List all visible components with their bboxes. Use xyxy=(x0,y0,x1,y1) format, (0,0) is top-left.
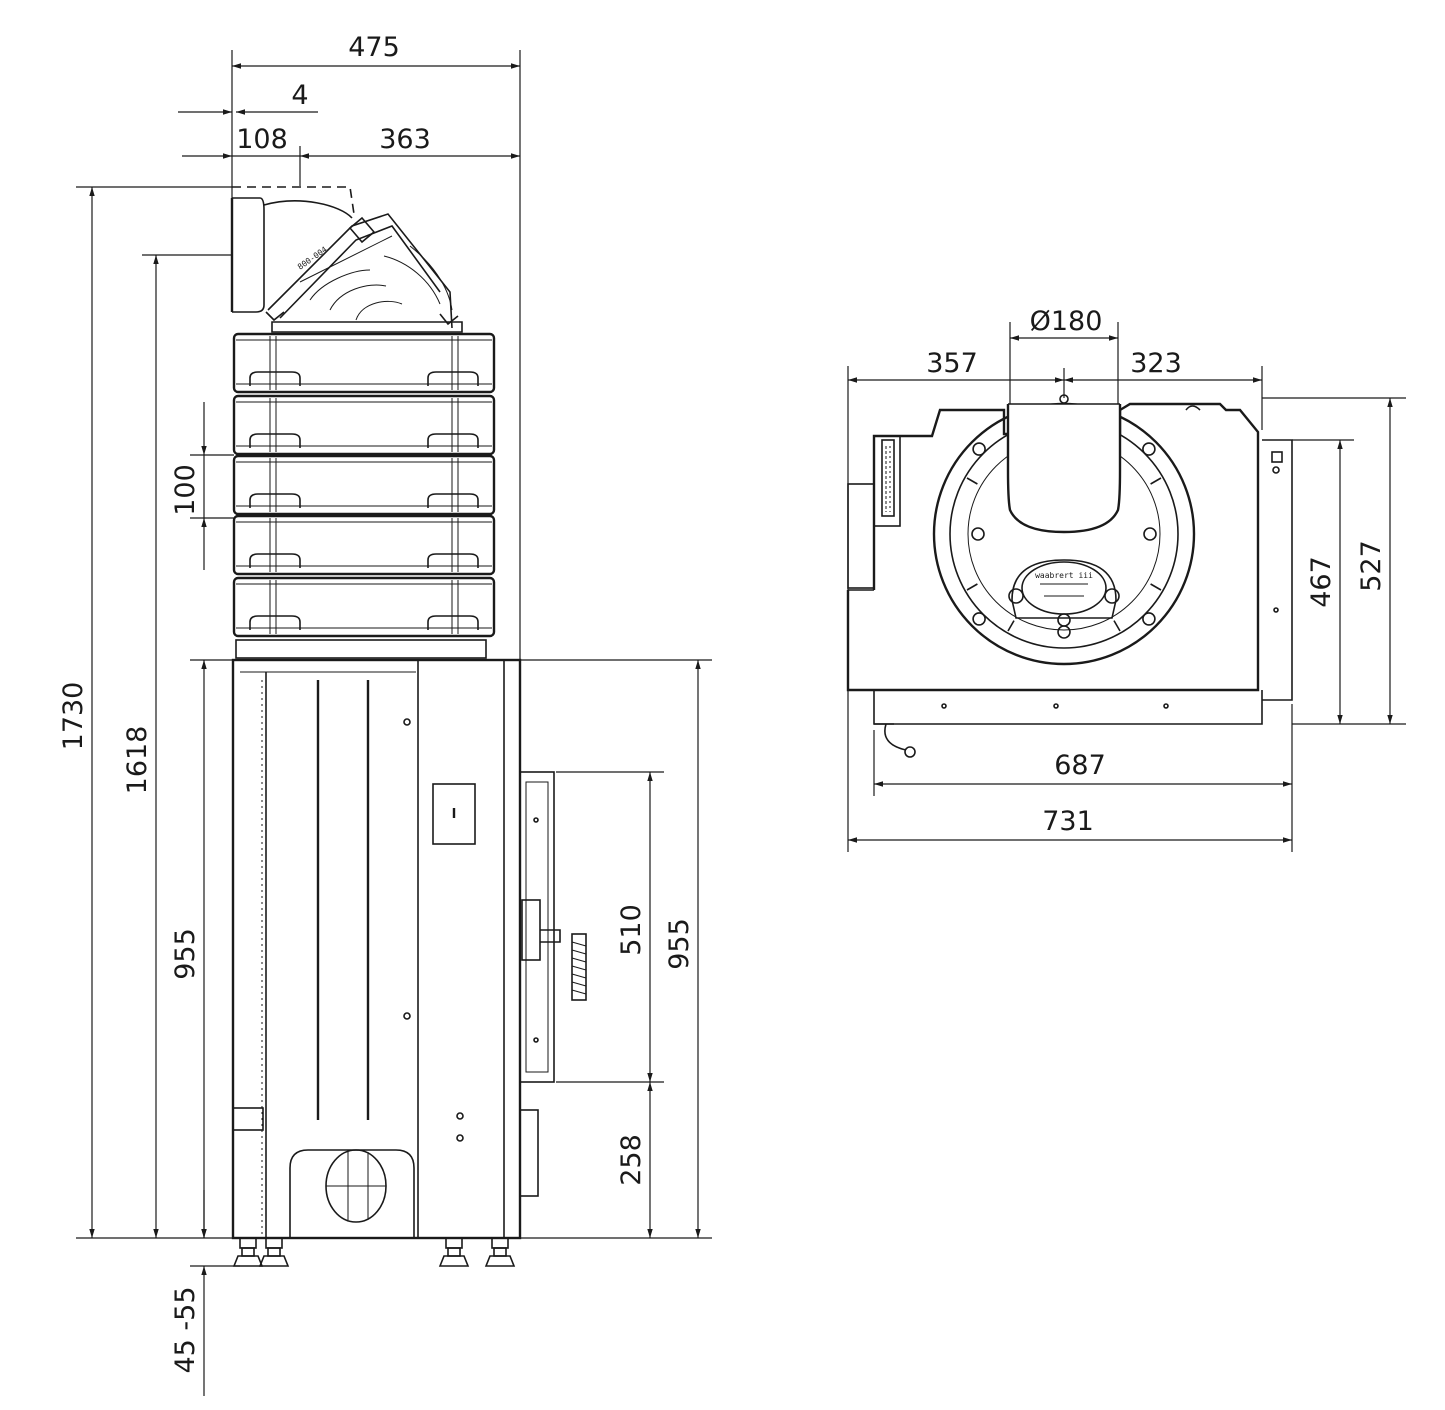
bolt xyxy=(971,527,985,541)
module-ring xyxy=(232,454,496,516)
dim-body-height: 955 xyxy=(170,928,201,980)
adjustable-foot xyxy=(258,1237,290,1267)
top-body xyxy=(846,402,1293,758)
fire-door xyxy=(519,771,587,1197)
dim-offset-small: 4 xyxy=(291,80,308,111)
bolt xyxy=(1142,612,1156,626)
module-ring xyxy=(232,576,496,638)
dim-body-height-right: 955 xyxy=(664,918,695,970)
adjustable-foot xyxy=(232,1237,264,1267)
dim-width-total: 475 xyxy=(348,32,400,63)
door-handle-spring xyxy=(571,933,587,1001)
module-ring xyxy=(232,514,496,576)
bolt xyxy=(1057,613,1071,627)
dim-depth-inner: 467 xyxy=(1306,556,1337,608)
flue-elbow: 800-004 xyxy=(230,186,463,333)
control-panel xyxy=(432,783,476,845)
dim-door-bottom: 258 xyxy=(616,1134,647,1186)
flue-pipe xyxy=(1006,394,1122,534)
bolt xyxy=(972,612,986,626)
bolt xyxy=(972,442,986,456)
dim-flue-diameter: Ø180 xyxy=(1030,306,1103,337)
dim-feet-range: 45 -55 xyxy=(170,1286,201,1373)
top-dimensions: Ø180 357 323 467 527 687 731 xyxy=(847,306,1406,852)
stove-body xyxy=(231,658,522,1240)
adjustable-feet xyxy=(232,1237,516,1267)
module-ring xyxy=(232,394,496,456)
dim-depth-outer: 527 xyxy=(1356,540,1387,592)
dim-width-inner: 687 xyxy=(1054,750,1106,781)
bolt xyxy=(1143,527,1157,541)
base-plate xyxy=(235,639,487,659)
dim-height-total: 1730 xyxy=(58,682,89,751)
adjustable-foot xyxy=(484,1237,516,1267)
dim-flue-offset: 108 xyxy=(236,124,288,155)
adjustable-foot xyxy=(438,1237,470,1267)
lever-knob xyxy=(904,746,916,758)
svg-text:waabrert iii: waabrert iii xyxy=(1035,571,1093,580)
svg-text:800-004: 800-004 xyxy=(296,245,329,272)
dim-module-height: 100 xyxy=(170,464,201,516)
dim-door-height: 510 xyxy=(616,904,647,956)
top-view: waabrert iii Ø180 357 323 xyxy=(846,306,1406,852)
dim-flue-to-right: 323 xyxy=(1130,348,1182,379)
bolt xyxy=(1142,442,1156,456)
side-view: 800-004 xyxy=(58,32,712,1396)
dim-width-outer: 731 xyxy=(1042,806,1094,837)
dim-left-to-flue: 357 xyxy=(926,348,978,379)
dim-height-outlet: 1618 xyxy=(122,726,153,795)
module-ring xyxy=(232,332,496,394)
inspection-cover xyxy=(1021,561,1107,615)
dim-flue-to-back: 363 xyxy=(379,124,431,155)
side-dimensions: 475 4 108 363 1730 1618 10 xyxy=(58,32,712,1396)
accumulation-modules xyxy=(232,332,496,638)
